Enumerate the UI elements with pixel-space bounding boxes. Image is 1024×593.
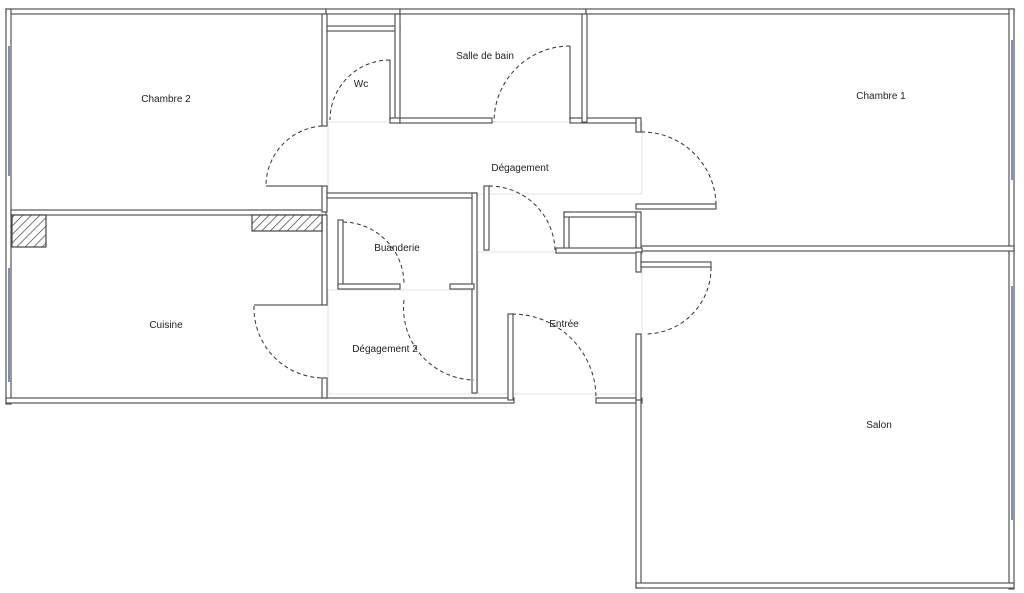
windows [8,40,1013,520]
room-labels: Chambre 2 Wc Salle de bain Chambre 1 Dég… [141,51,906,431]
wall-ch2-right-lower [321,185,328,213]
wall-outer-left [5,8,12,405]
wall-deg-stub [483,185,490,251]
label-wc: Wc [354,79,368,90]
door-salle-de-bain [493,45,571,123]
wall-ch1-left-stub [635,117,642,133]
door-wc [329,59,391,121]
door-entree [511,313,597,399]
wall-outer-top-left [5,8,327,15]
wall-salon-left [635,397,642,589]
wall-wc-top [326,25,401,32]
wall-sdb-bottom-right [569,117,641,124]
wall-box-left [563,211,570,253]
door-buanderie [342,221,405,285]
wall-buanderie-bottom-right [449,283,475,290]
wall-ch2-cuisine [10,209,327,216]
wall-outer-top-mid [325,8,401,15]
wall-entree-top [555,247,643,254]
wall-cuisine-right-upper [321,214,328,306]
wall-entree-right2 [635,333,642,401]
wall-buanderie-top [326,192,478,199]
door-degagement [488,185,556,251]
wall-outer-bottom-entry [595,397,643,404]
label-salle-de-bain: Salle de bain [456,51,514,62]
doors [253,45,717,399]
wall-wc-bottom [389,117,401,124]
wall-outer-top-right [585,8,1015,15]
door-chambre2 [265,125,323,187]
wall-wc-right [394,13,401,123]
label-salon: Salon [866,420,892,431]
door-cuisine [253,305,325,379]
wall-box-top [563,211,641,218]
wall-salon-top-stub [640,261,712,268]
wall-buanderie-right [471,192,478,394]
wall-ch1-left-lower [635,203,717,210]
door-chambre1 [640,131,717,205]
wall-buanderie-inner-bottom [337,283,401,290]
wall-buanderie-inner-left [337,219,344,287]
label-entree: Entrée [549,319,579,330]
wall-salon-bottom [635,582,1015,589]
label-degagement2: Dégagement 2 [352,344,418,355]
pillar-cuisine-left [11,214,47,248]
wall-outer-top-mid2 [399,8,587,15]
wall-entree-left [507,313,514,401]
wall-sdb-bottom-left [399,117,493,124]
wall-ch2-right-upper [321,13,328,127]
label-chambre2: Chambre 2 [141,94,191,105]
wall-entree-right [635,251,642,273]
door-salon [644,266,712,335]
wall-ch1-bottom [635,245,1015,252]
wall-outer-bottom-left [5,397,515,404]
door-degagement2 [403,299,475,381]
pillar-cuisine-top [251,214,323,232]
label-buanderie: Buanderie [374,243,420,254]
wall-sdb-right [581,13,588,123]
label-degagement: Dégagement [491,163,548,174]
label-cuisine: Cuisine [149,320,183,331]
wall-cuisine-right-lower [321,377,328,399]
label-chambre1: Chambre 1 [856,91,906,102]
wall-box-right [635,211,642,253]
